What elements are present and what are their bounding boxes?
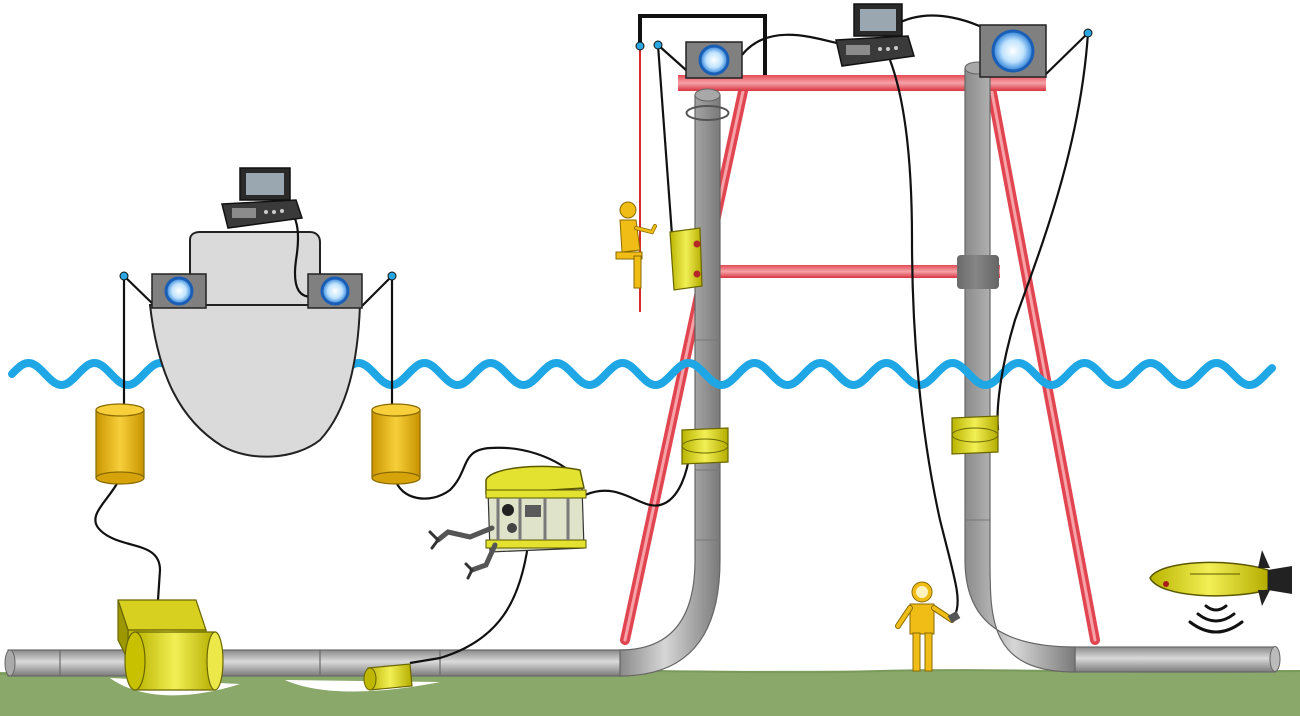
diver-umbilical: [888, 59, 959, 616]
winch-cable: [1044, 32, 1089, 76]
rope-access-technician: [615, 201, 657, 289]
vessel: [148, 231, 362, 458]
cable-winch: [307, 273, 363, 309]
cables: [94, 14, 1090, 665]
buoyancy-float: [95, 403, 145, 485]
rov-tether: [409, 544, 530, 665]
instrument-laptop: [835, 3, 915, 67]
auv: [1149, 550, 1292, 606]
pulley-sheaves: [119, 28, 1093, 281]
instrument-laptop: [221, 167, 303, 229]
pipe-crawler-sensor: [117, 599, 224, 691]
cable-winch: [685, 41, 743, 79]
diver: [895, 581, 961, 672]
vessel-cabin: [189, 231, 321, 306]
riser-guide-ring: [685, 105, 730, 121]
acoustic-signal: [1188, 604, 1244, 634]
rov-tether: [393, 446, 581, 500]
data-cable: [741, 33, 846, 56]
riser-clamp-sensor: [681, 427, 729, 465]
subsea-pipeline: [4, 646, 1281, 677]
pipeline-segment-right: [1074, 646, 1276, 673]
winch-cable: [123, 275, 156, 307]
vessel-hull: [148, 304, 362, 458]
winch-cable: [656, 44, 674, 236]
davit-bracket: [638, 14, 767, 75]
winch-cable: [996, 32, 1090, 431]
cable-winch: [151, 273, 207, 309]
riser-clamp-sensor: [951, 415, 999, 455]
winch-cable: [361, 275, 393, 307]
buoyancy-float: [371, 403, 421, 485]
riser-right: [957, 61, 1076, 673]
platform-mid-beam: [700, 265, 1000, 278]
platform-top-beam: [678, 75, 1046, 91]
sensor-cable: [94, 477, 162, 601]
pipeline-segment-left: [7, 649, 629, 677]
rov: [428, 465, 587, 580]
riser-inspection-tool: [669, 227, 703, 291]
cable-winch: [979, 24, 1047, 78]
pipe-clamp-sensor: [363, 663, 413, 691]
rov-tether: [584, 449, 692, 507]
